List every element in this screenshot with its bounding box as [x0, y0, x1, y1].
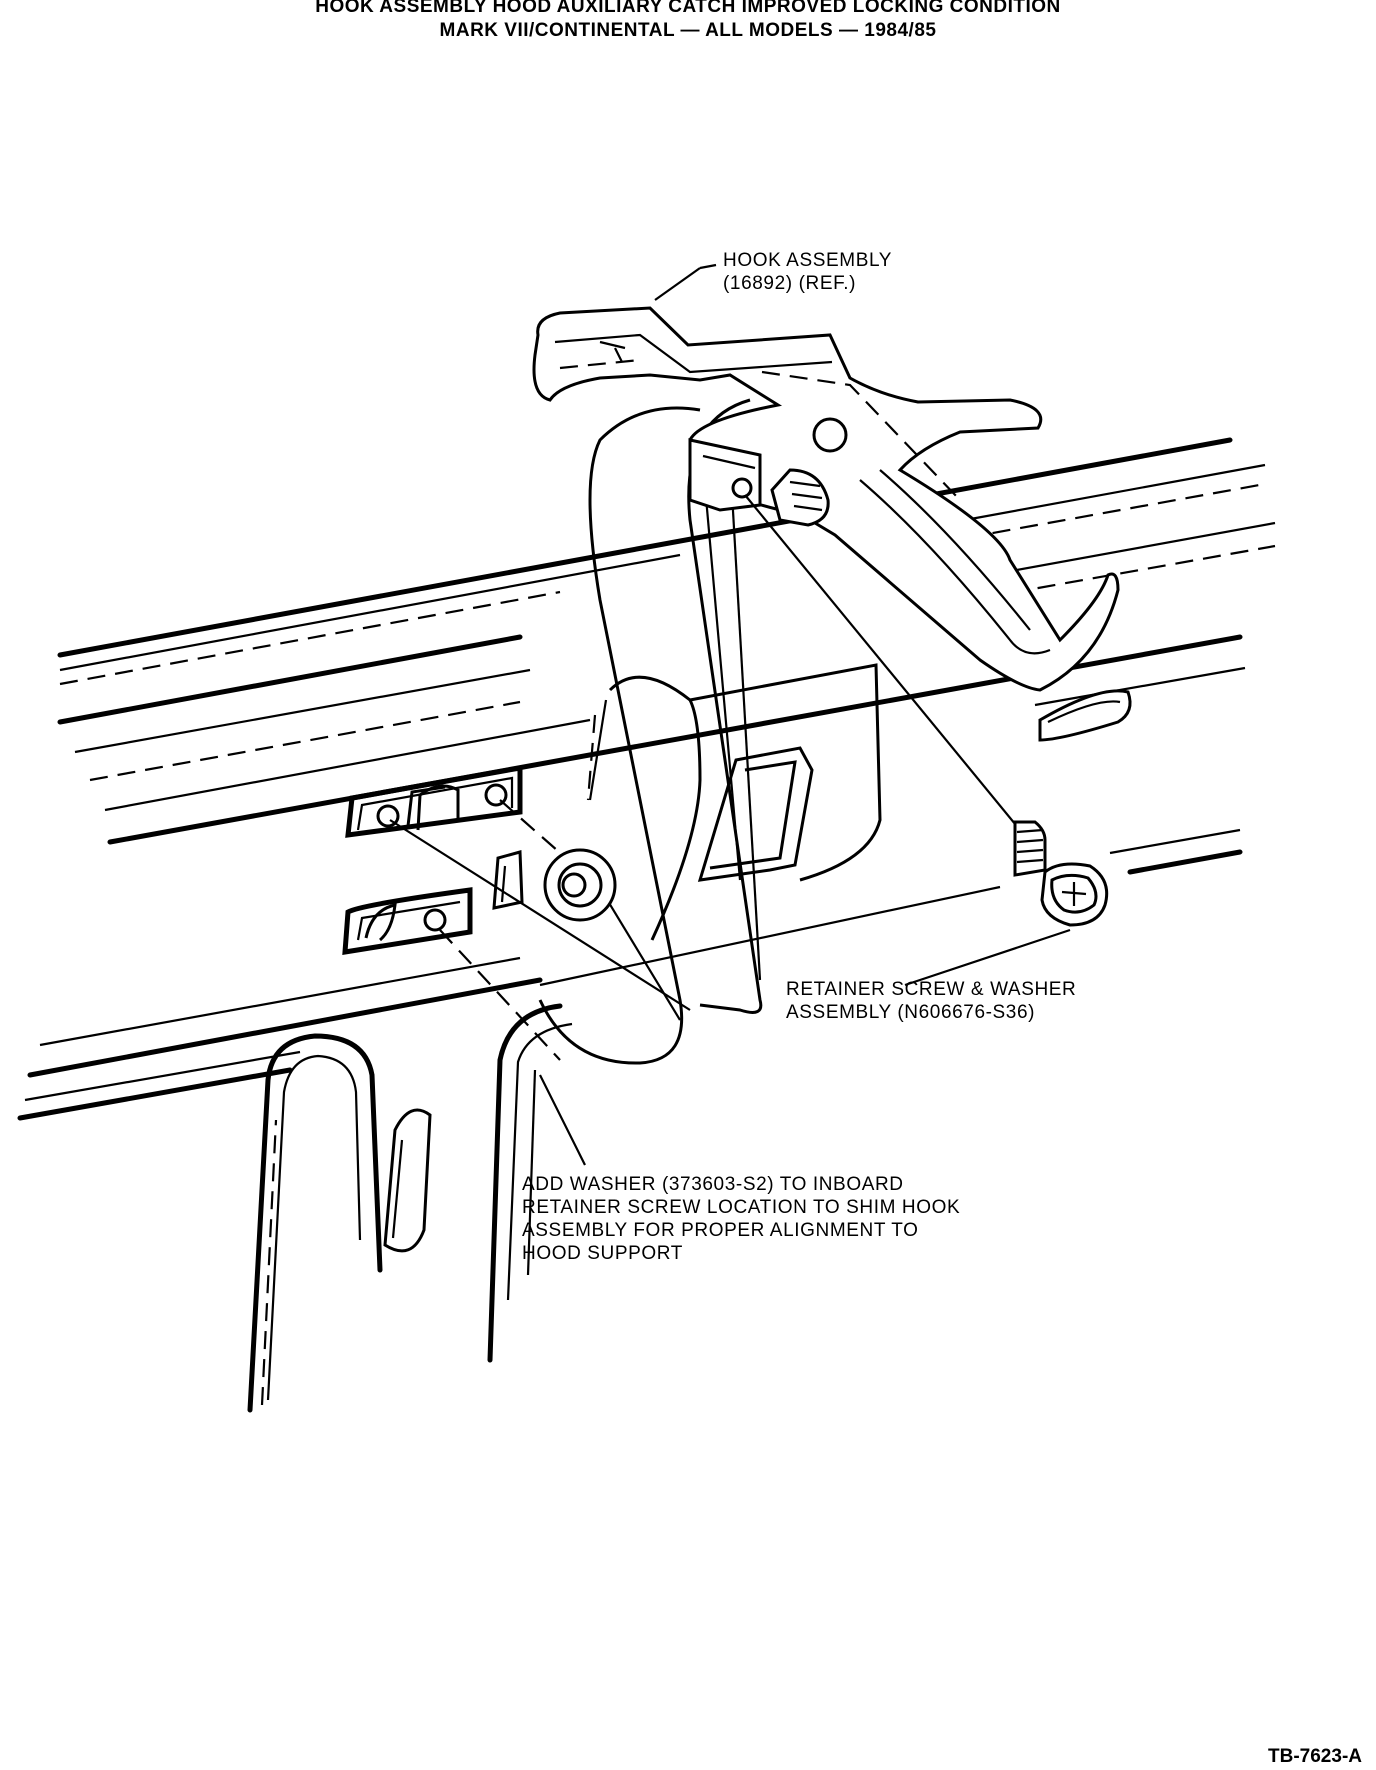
support-frame	[247, 1003, 573, 1413]
assembly-outline	[538, 398, 763, 1065]
washer	[389, 799, 691, 1166]
figure-code: TB-7623-A	[1268, 1746, 1362, 1767]
washer-note-callout: ADD WASHER (373603-S2) TO INBOARD RETAIN…	[522, 1174, 961, 1264]
catch-bracket	[342, 663, 1132, 955]
retainer-screw-callout: RETAINER SCREW & WASHER ASSEMBLY (N60667…	[786, 979, 1077, 1023]
hook-assembly-callout: HOOK ASSEMBLY (16892) (REF.)	[723, 250, 893, 294]
hook-assembly	[532, 263, 1120, 692]
hood-support-rails	[17, 437, 1276, 1121]
page-subtitle: MARK VII/CONTINENTAL — ALL MODELS — 1984…	[439, 20, 937, 41]
retainer-screw-assembly	[744, 494, 1109, 987]
page-title: HOOK ASSEMBLY HOOD AUXILIARY CATCH IMPRO…	[315, 0, 1061, 17]
